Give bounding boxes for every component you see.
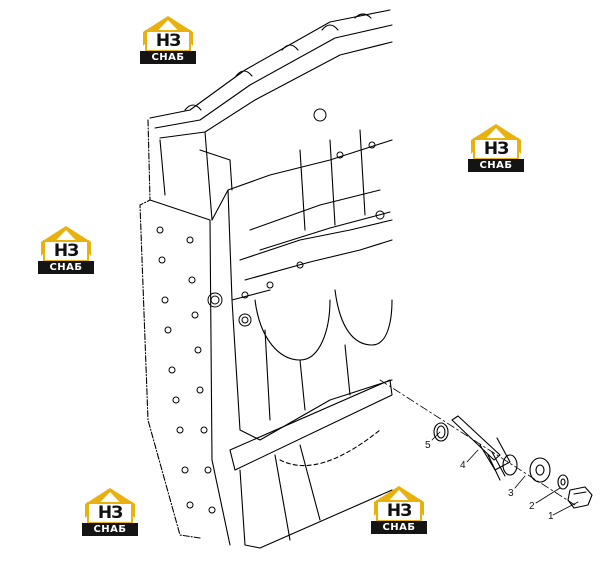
callout-5: 5 (425, 440, 431, 451)
watermark-monogram: НЗ (378, 502, 420, 520)
watermark-logo: НЗ СНАБ (465, 124, 527, 176)
watermark-monogram: НЗ (89, 504, 131, 522)
watermark-brand: СНАБ (38, 261, 94, 274)
watermark-logo: НЗ СНАБ (137, 16, 199, 68)
watermark-logo: НЗ СНАБ (368, 486, 430, 538)
watermark-monogram: НЗ (147, 32, 189, 50)
watermark-monogram: НЗ (45, 242, 87, 260)
watermark-brand: СНАБ (371, 521, 427, 534)
callout-2: 2 (529, 501, 535, 512)
watermark-logo: НЗ СНАБ (79, 488, 141, 540)
watermark-brand: СНАБ (82, 523, 138, 536)
watermark-brand: СНАБ (140, 51, 196, 64)
watermark-monogram: НЗ (475, 140, 517, 158)
watermark-logo: НЗ СНАБ (35, 226, 97, 278)
callout-3: 3 (508, 488, 514, 499)
watermark-brand: СНАБ (468, 159, 524, 172)
callout-1: 1 (548, 511, 554, 522)
callout-4: 4 (460, 460, 466, 471)
